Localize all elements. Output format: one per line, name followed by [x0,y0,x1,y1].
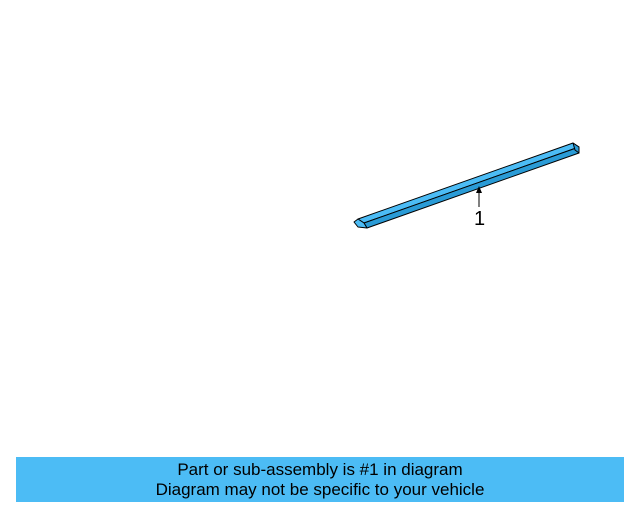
callout-number-1: 1 [474,208,485,230]
callout-arrowhead [476,186,482,193]
molding-strip [353,142,580,229]
footer-line-disclaimer: Diagram may not be specific to your vehi… [155,479,485,499]
footer-banner: Part or sub-assembly is #1 in diagram Di… [16,457,624,502]
molding-top-face [357,142,580,224]
molding-right-end [572,142,580,154]
callout-arrow [476,186,482,207]
molding-front-face [363,146,580,229]
molding-left-end [353,218,368,229]
footer-line-part-number: Part or sub-assembly is #1 in diagram [177,459,463,479]
